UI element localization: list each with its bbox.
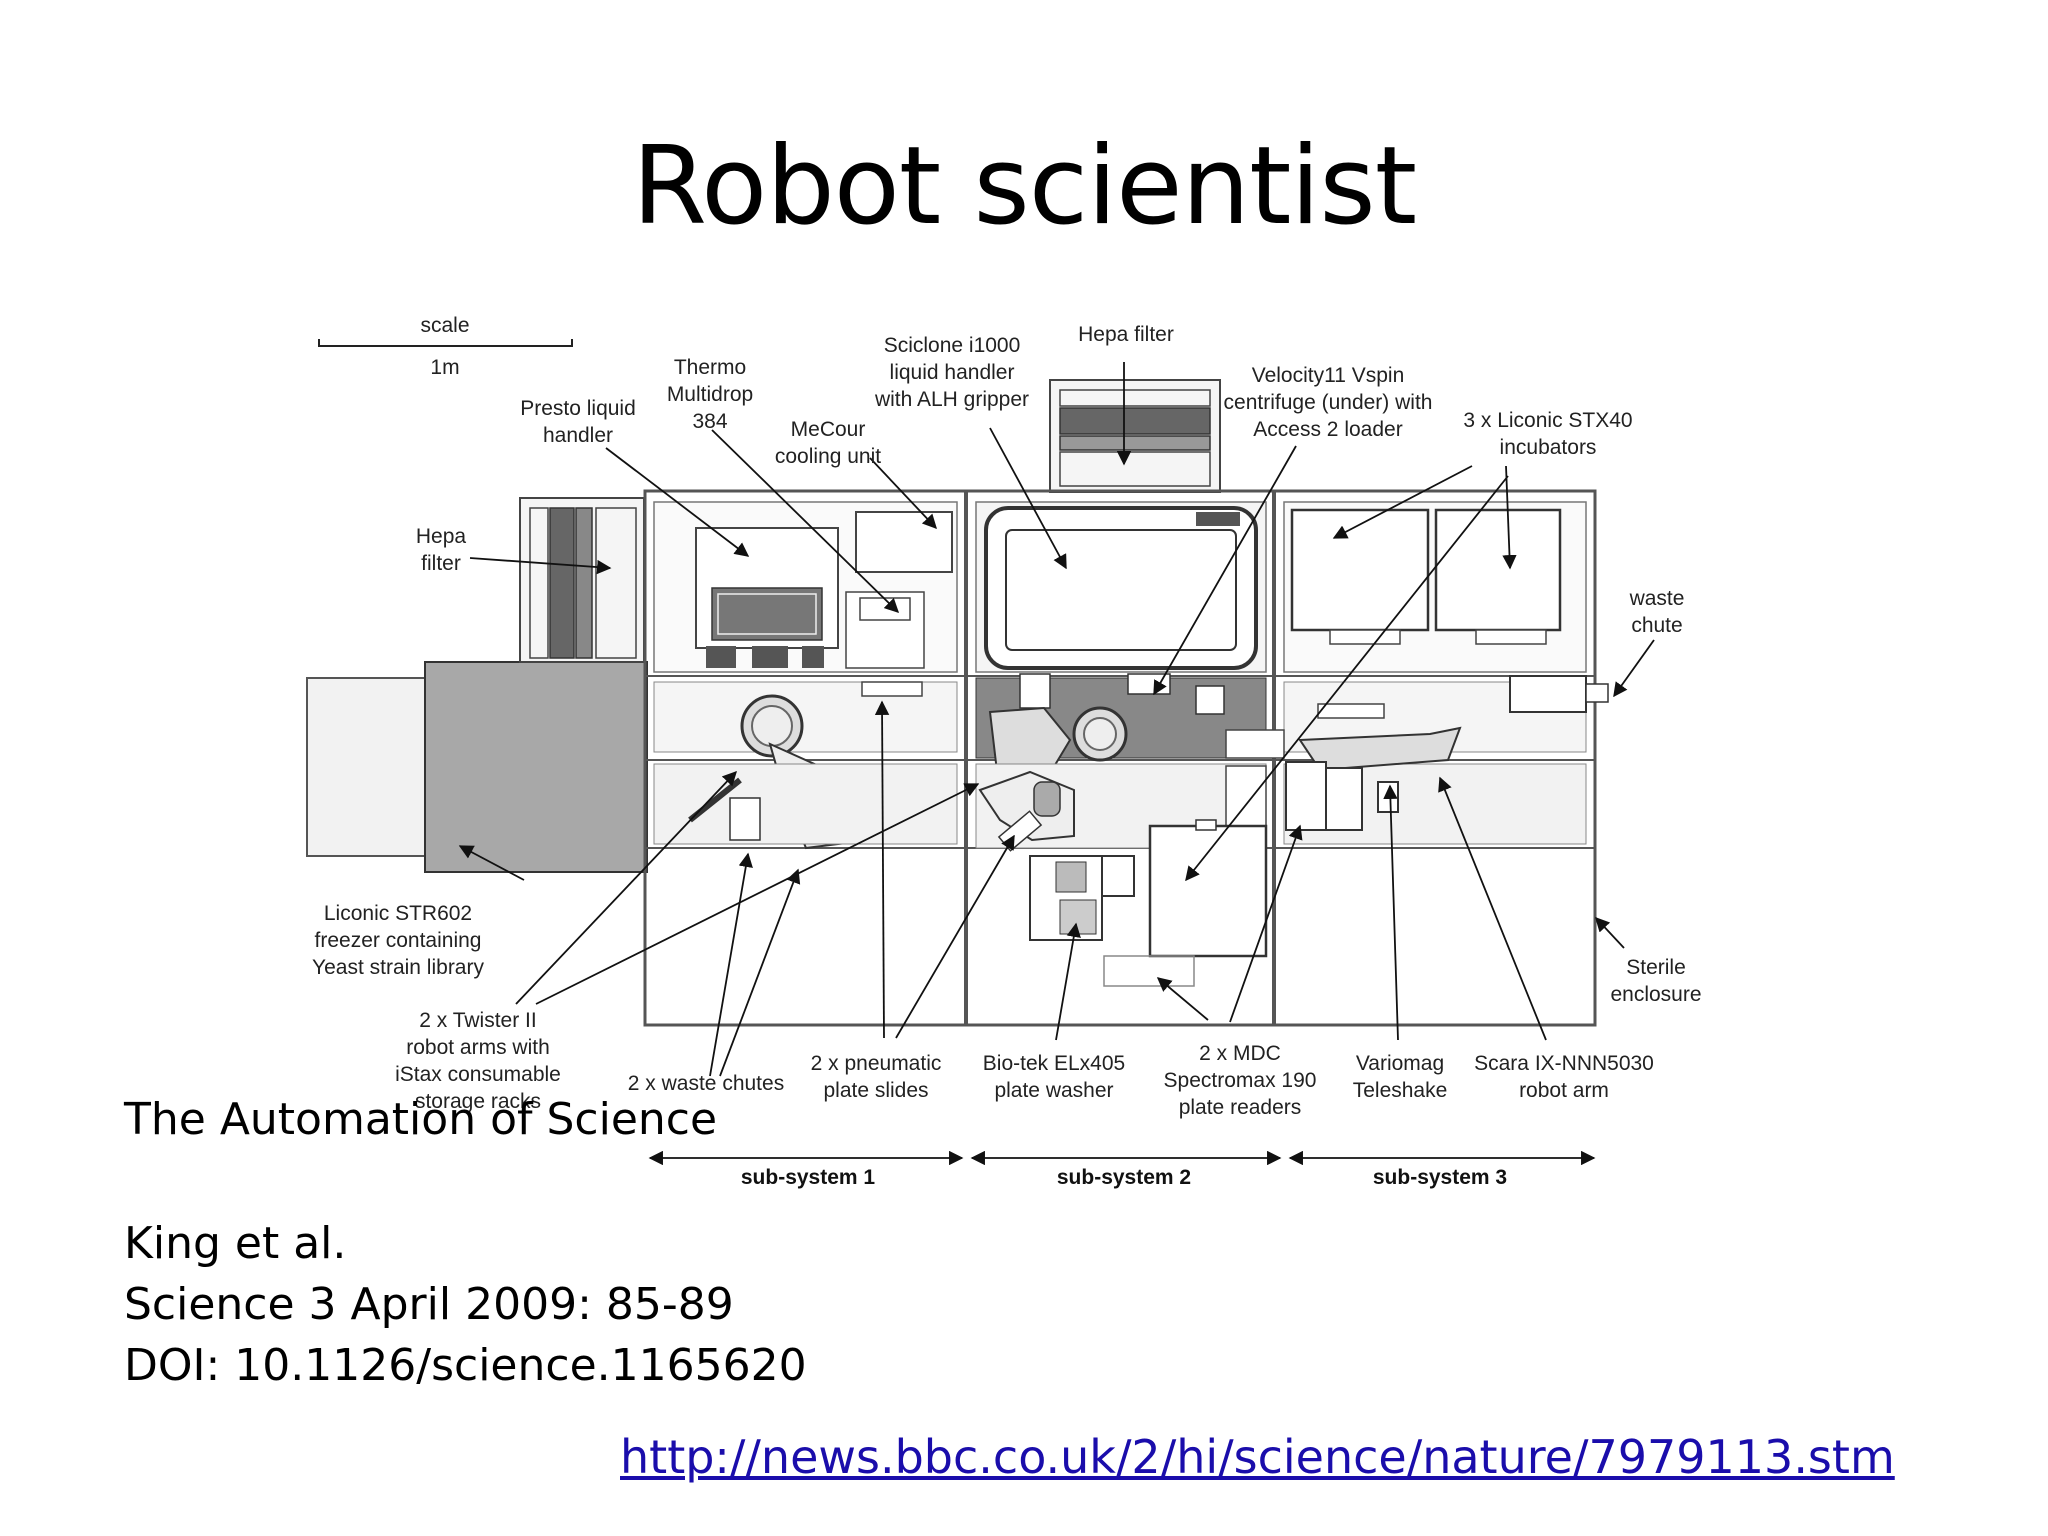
label-presto: handler (543, 424, 613, 447)
label-presto: Presto liquid (520, 397, 636, 420)
label-mecour: cooling unit (775, 445, 881, 468)
label-biotek: plate washer (994, 1079, 1113, 1102)
label-sterile: Sterile (1626, 956, 1686, 979)
label-hepa-top: Hepa filter (1078, 323, 1174, 346)
label-freezer: freezer containing (315, 929, 482, 952)
label-velocity: centrifuge (under) with (1224, 391, 1433, 414)
sterile-enclosure (643, 489, 1597, 1027)
paper-citation: Science 3 April 2009: 85-89 (124, 1279, 734, 1330)
label-mdc: Spectromax 190 (1164, 1069, 1317, 1092)
label-variomag: Variomag (1356, 1052, 1444, 1075)
slide-title: Robot scientist (631, 124, 1417, 249)
label-hepa-left: filter (421, 552, 461, 575)
label-pneumatic: 2 x pneumatic (811, 1052, 942, 1075)
label-waste-chutes: 2 x waste chutes (628, 1072, 784, 1095)
scale-length: 1m (430, 356, 459, 379)
paper-doi: DOI: 10.1126/science.1165620 (124, 1340, 807, 1391)
left-hepa-filter (519, 497, 645, 663)
subsystem-3-equipment (1225, 501, 1609, 845)
label-velocity: Access 2 loader (1253, 418, 1402, 441)
label-mdc: 2 x MDC (1199, 1042, 1281, 1065)
subsystem-1-equipment (653, 501, 958, 850)
subsystem-label-1: sub-system 1 (741, 1166, 876, 1189)
bbc-article-link[interactable]: http://news.bbc.co.uk/2/hi/science/natur… (620, 1430, 1895, 1484)
label-waste-chute: chute (1631, 614, 1682, 637)
label-thermo: Thermo (674, 356, 746, 379)
label-freezer: Liconic STR602 (324, 902, 472, 925)
label-sterile: enclosure (1610, 983, 1701, 1006)
label-velocity: Velocity11 Vspin (1252, 364, 1405, 387)
label-scara: robot arm (1519, 1079, 1609, 1102)
label-twister: 2 x Twister II (419, 1009, 536, 1032)
label-twister: robot arms with (406, 1036, 550, 1059)
label-waste-chute: waste (1629, 587, 1685, 610)
label-thermo: 384 (692, 410, 727, 433)
label-variomag: Teleshake (1353, 1079, 1448, 1102)
label-mecour: MeCour (791, 418, 866, 441)
label-sciclone: liquid handler (890, 361, 1015, 384)
label-mdc: plate readers (1179, 1096, 1302, 1119)
label-twister: iStax consumable (395, 1063, 561, 1086)
label-arrows (458, 362, 1655, 1077)
label-liconic-stx: 3 x Liconic STX40 (1463, 409, 1632, 432)
label-sciclone: Sciclone i1000 (884, 334, 1021, 357)
scale-label: scale (420, 314, 469, 337)
label-twister: storage racks (415, 1090, 541, 1113)
subsystem-label-3: sub-system 3 (1373, 1166, 1507, 1189)
scale-bar (318, 339, 573, 347)
label-liconic-stx: incubators (1500, 436, 1597, 459)
subsystem-label-2: sub-system 2 (1057, 1166, 1191, 1189)
label-hepa-left: Hepa (416, 525, 467, 548)
paper-authors: King et al. (124, 1218, 347, 1269)
label-freezer: Yeast strain library (312, 956, 484, 979)
label-thermo: Multidrop (667, 383, 753, 406)
paper-title: The Automation of Science (124, 1094, 718, 1145)
label-biotek: Bio-tek ELx405 (983, 1052, 1125, 1075)
label-scara: Scara IX-NNN5030 (1474, 1052, 1654, 1075)
top-hepa-filter (1049, 379, 1221, 493)
label-pneumatic: plate slides (823, 1079, 928, 1102)
freezer-unit (306, 661, 648, 873)
label-sciclone: with ALH gripper (874, 388, 1029, 411)
